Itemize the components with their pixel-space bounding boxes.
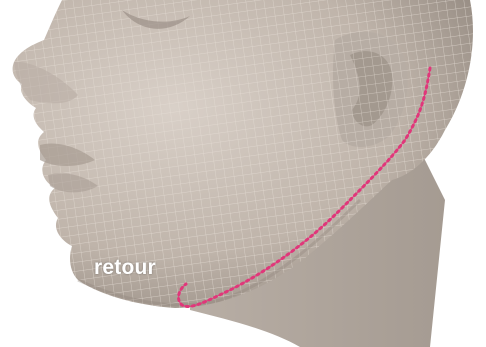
retour-label: retour xyxy=(94,256,156,280)
